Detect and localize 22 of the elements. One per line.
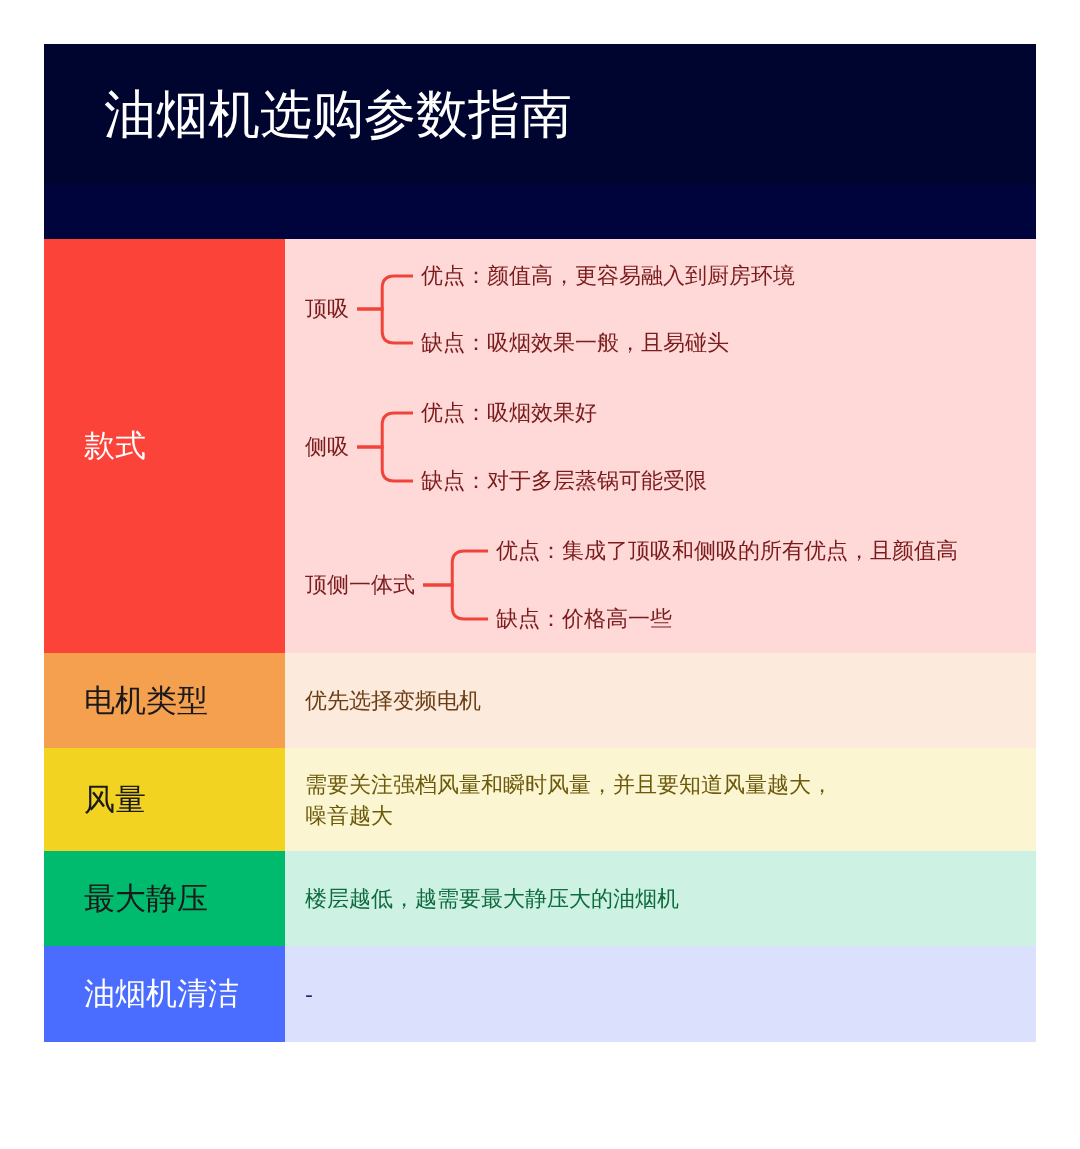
topic-label: 顶侧一体式 [305, 568, 415, 602]
bracket-connector [423, 583, 488, 621]
bracket-connector [357, 445, 413, 483]
subtopic-label: 缺点：吸烟效果一般，且易碰头 [421, 326, 729, 360]
content-cell: 需要关注强档风量和瞬时风量，并且要知道风量越大，噪音越大 [285, 748, 1036, 851]
content-cell: 楼层越低，越需要最大静压大的油烟机 [285, 851, 1036, 946]
row-header-cell: 最大静压 [44, 851, 285, 946]
row-header-cell: 风量 [44, 748, 285, 851]
subtopic-label: 优点：颜值高，更容易融入到厨房环境 [421, 259, 795, 293]
row-header-cell: 款式 [44, 239, 285, 653]
content-cell: 优先选择变频电机 [285, 653, 1036, 748]
topic-label: 侧吸 [305, 430, 349, 464]
row-header-cell: 油烟机清洁 [44, 946, 285, 1042]
topic-label: 顶吸 [305, 292, 349, 326]
subtopic-label: 优点：集成了顶吸和侧吸的所有优点，且颜值高 [496, 534, 958, 568]
bracket-connector [357, 307, 413, 345]
subtopic-label: 优点：吸烟效果好 [421, 396, 597, 430]
row-header-cell: 电机类型 [44, 653, 285, 748]
title: 油烟机选购参数指南 [104, 83, 572, 146]
content-cell: - [285, 946, 1036, 1042]
subtopic-label: 缺点：对于多层蒸锅可能受限 [421, 464, 707, 498]
subtopic-label: 缺点：价格高一些 [496, 602, 672, 636]
